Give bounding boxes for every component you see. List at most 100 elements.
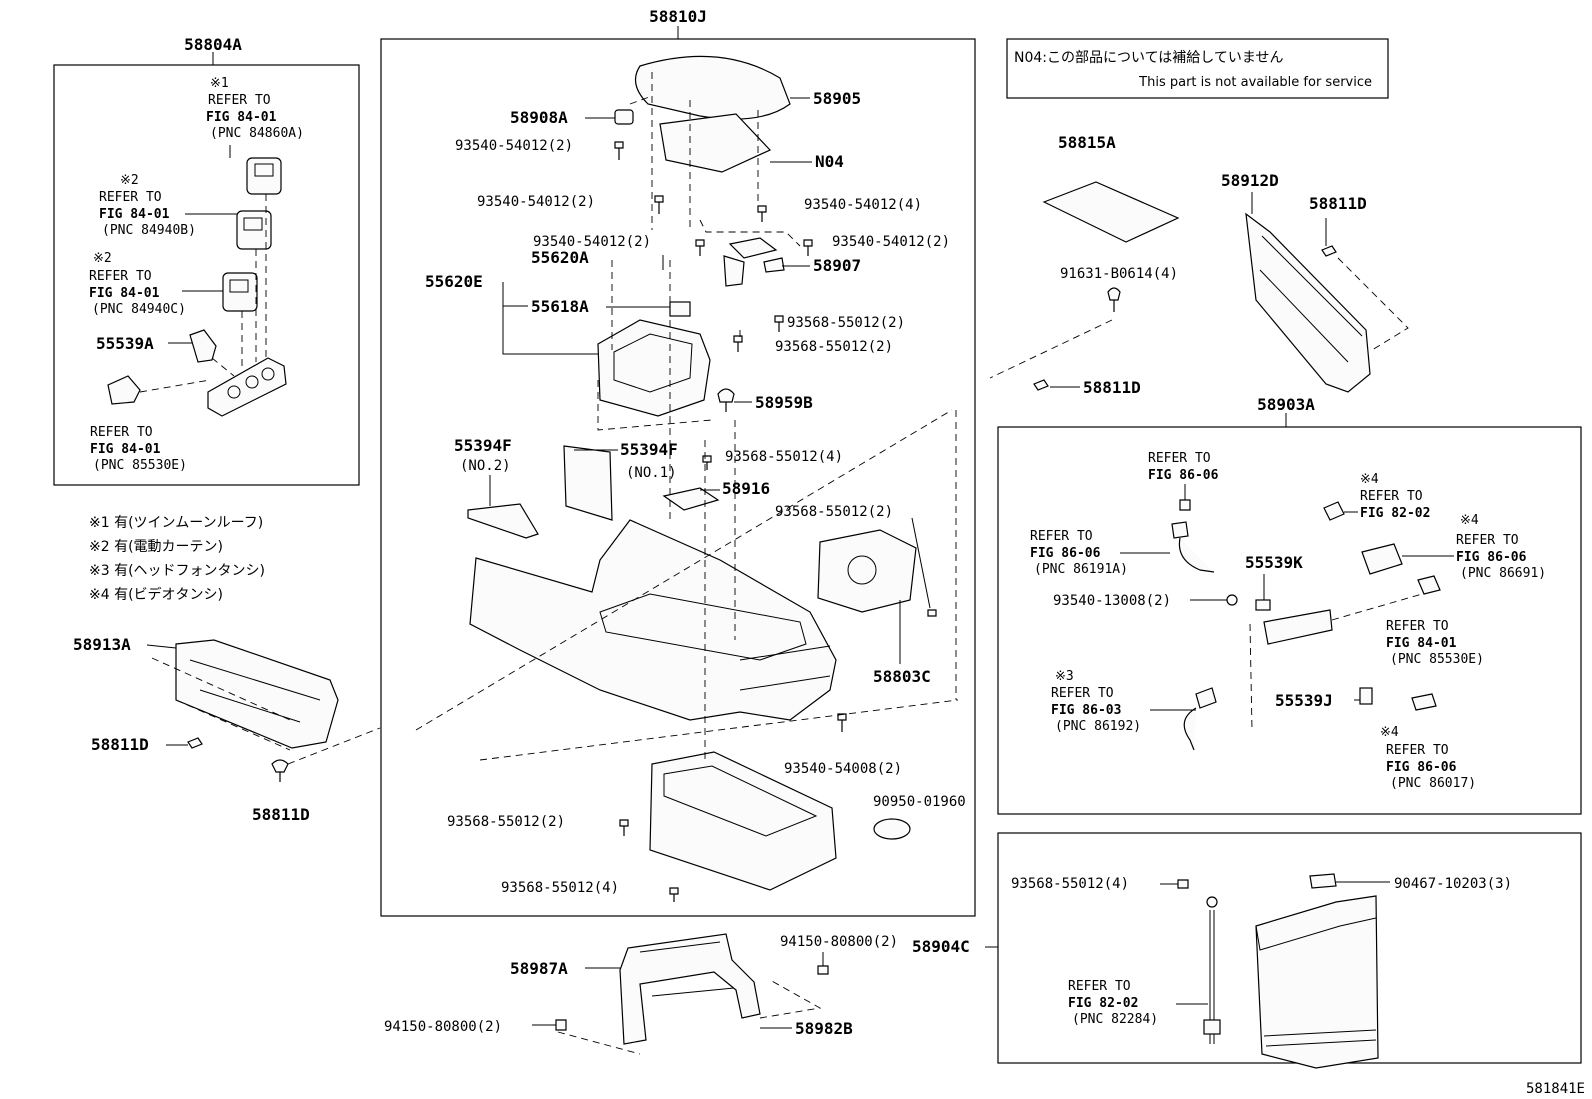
clip-58811D-label: 58811D [252, 805, 310, 824]
part-55394F-sub: (NO.1) [626, 465, 677, 481]
left-box-refs: ※1 REFER TO FIG 84-01 (PNC 84860A) ※2 RE… [89, 76, 304, 473]
legend: ※1 有(ツインムーンルーフ) ※2 有(電動カーテン) ※3 有(ヘッドフォン… [89, 515, 265, 603]
ref-line: REFER TO [99, 190, 162, 205]
switch-drawings [107, 145, 287, 417]
part-58803C-label: 58803C [873, 667, 931, 686]
ref-line: FIG 84-01 [1386, 636, 1457, 651]
part-58905-label: 58905 [813, 89, 861, 108]
notice-english-line: This part is not available for service [1138, 75, 1372, 90]
part-58916-label: 58916 [722, 479, 770, 498]
clip-58811D-label: 58811D [1083, 378, 1141, 397]
ref-line: FIG 86-06 [1030, 546, 1101, 561]
part-55394F-label: 55394F [454, 436, 512, 455]
screw-label: 93568-55012(2) [787, 315, 905, 331]
notice-box [1006, 38, 1389, 99]
bolt-label: 93540-54012(4) [804, 197, 922, 213]
ref-line: REFER TO [1148, 451, 1211, 466]
ref-line: (PNC 84860A) [210, 126, 304, 141]
part-58815A-label: 58815A [1058, 133, 1116, 152]
notice-code-line: N04:この部品については補給していません [1014, 50, 1283, 66]
screw-label: 93568-55012(2) [775, 504, 893, 520]
part-55620A-label: 55620A [531, 248, 589, 267]
ref-line: FIG 84-01 [206, 110, 277, 125]
cup-holder [597, 319, 711, 417]
legend-item: ※3 有(ヘッドフォンタンシ) [89, 563, 265, 579]
ref-line: REFER TO [1360, 489, 1423, 504]
right-top-parts: 58815A 91631-B0614(4) 58912D 58811D 5881… [989, 133, 1409, 397]
screw-label: 93568-55012(2) [775, 339, 893, 355]
ref-mark: ※4 [1360, 472, 1379, 487]
right-assembly-frame [997, 426, 1582, 815]
left-assembly-frame [53, 64, 360, 486]
ref-line: (PNC 86017) [1390, 776, 1476, 791]
ref-mark: ※3 [1055, 669, 1074, 684]
bolt-label: 93540-54008(2) [784, 761, 902, 777]
ref-line: (PNC 82284) [1072, 1012, 1158, 1027]
ref-mark: ※2 [120, 173, 139, 188]
legend-item: ※4 有(ビデオタンシ) [89, 586, 223, 603]
ref-mark: ※2 [93, 251, 112, 266]
legend-item: ※1 有(ツインムーンルーフ) [89, 515, 263, 531]
armrest-lid [634, 55, 791, 120]
part-55539K-label: 55539K [1245, 553, 1303, 572]
legend-item: ※2 有(電動カーテン) [89, 539, 223, 555]
part-55539A-label: 55539A [96, 334, 154, 353]
ref-line: FIG 86-03 [1051, 703, 1121, 718]
mat-58815A [1042, 181, 1180, 243]
trim-58912D [1245, 212, 1371, 393]
part-55394F-sub: (NO.2) [460, 458, 511, 474]
part-55618A-label: 55618A [531, 297, 589, 316]
clip-label: 90467-10203(3) [1394, 876, 1512, 892]
assembly-left-label: 58804A [184, 35, 242, 54]
part-55539J-label: 55539J [1275, 691, 1333, 710]
ref-line: FIG 86-06 [1456, 550, 1527, 565]
ref-line: REFER TO [1030, 529, 1093, 544]
part-58908A-label: 58908A [510, 108, 568, 127]
ref-line: REFER TO [90, 425, 153, 440]
screw-label: 93568-55012(4) [501, 880, 619, 896]
ref-line: FIG 84-01 [89, 286, 160, 301]
ref-line: FIG 84-01 [99, 207, 170, 222]
n04-label: N04 [815, 152, 844, 171]
bolt-label: 93540-13008(2) [1053, 593, 1171, 609]
ref-line: FIG 82-02 [1068, 996, 1138, 1011]
ref-line: REFER TO [1386, 619, 1449, 634]
screw-label: 93568-55012(2) [447, 814, 565, 830]
switch-base [1263, 609, 1333, 645]
ref-line: (PNC 86691) [1460, 566, 1546, 581]
lid-hinge [659, 113, 772, 173]
part-58959B-label: 58959B [755, 393, 813, 412]
clip-58811D-label: 58811D [1309, 194, 1367, 213]
ref-line: REFER TO [1068, 979, 1131, 994]
ref-line: REFER TO [1051, 686, 1114, 701]
assembly-right-label: 58903A [1257, 395, 1315, 414]
console-lower-box [649, 751, 837, 891]
right-box-content: REFER TO FIG 86-06 ※4 REFER TO FIG 82-02… [1030, 451, 1546, 791]
ref-line: FIG 86-06 [1148, 468, 1219, 483]
ref-line: FIG 82-02 [1360, 506, 1430, 521]
nut-label: 94150-80800(2) [780, 934, 898, 950]
ref-line: (PNC 85530E) [1390, 652, 1484, 667]
part-90950-label: 90950-01960 [873, 794, 966, 810]
ref-line: (PNC 84940B) [102, 223, 196, 238]
box-58904C [1255, 895, 1379, 1069]
bracket-58987A [619, 933, 761, 1045]
assembly-main-label: 58810J [649, 7, 707, 26]
ref-mark: ※1 [210, 76, 229, 91]
box-assembly-content: 93568-55012(4) REFER TO FIG 82-02 (PNC 8… [1011, 873, 1512, 1069]
diagram-number: 581841E [1526, 1081, 1585, 1097]
left-side-trim: 58913A 58811D 58811D [73, 635, 381, 824]
console-body [469, 519, 837, 721]
ref-mark: ※4 [1460, 513, 1479, 528]
clip-58811D-label: 58811D [91, 735, 149, 754]
ref-line: REFER TO [1456, 533, 1519, 548]
screw-label: 93568-55012(4) [1011, 876, 1129, 892]
bolt-label: 93540-54012(2) [455, 138, 573, 154]
bottom-brackets: 58987A 94150-80800(2) 94150-80800(2) 589… [384, 933, 898, 1055]
part-91631-label: 91631-B0614(4) [1060, 266, 1178, 282]
ref-line: (PNC 85530E) [93, 458, 187, 473]
part-58912D-label: 58912D [1221, 171, 1279, 190]
ref-line: (PNC 84940C) [92, 302, 186, 317]
nut-label: 94150-80800(2) [384, 1019, 502, 1035]
